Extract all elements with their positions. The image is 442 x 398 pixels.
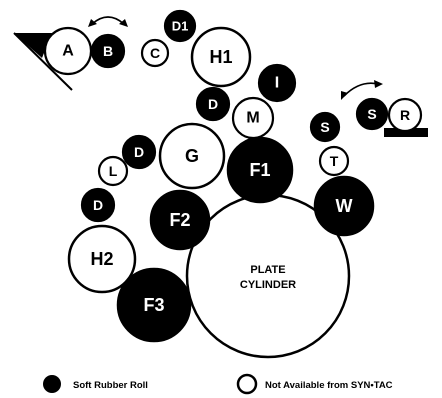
svg-text:F3: F3: [143, 295, 164, 315]
svg-text:H1: H1: [209, 47, 232, 67]
roll-D-lower: D: [80, 187, 116, 223]
svg-text:L: L: [109, 163, 118, 179]
roll-F3: F3: [116, 267, 192, 343]
roll-L: L: [97, 155, 129, 187]
roll-D1: D1: [163, 9, 197, 43]
roll-H1: H1: [190, 26, 252, 88]
svg-text:D: D: [208, 96, 218, 112]
roll-S-left: S: [309, 111, 341, 143]
oscillation-arrow-left: [88, 16, 128, 27]
roll-B: B: [90, 33, 126, 69]
svg-text:S: S: [320, 119, 329, 135]
roll-C: C: [140, 38, 170, 68]
svg-text:H2: H2: [90, 249, 113, 269]
legend-open-label: Not Available from SYN•TAC: [265, 380, 393, 391]
oscillation-arrow-right: [341, 80, 383, 100]
roll-F1: F1: [226, 136, 294, 204]
svg-text:R: R: [400, 107, 410, 123]
roll-R: R: [387, 97, 423, 133]
legend: Soft Rubber Roll Not Available from SYN•…: [43, 373, 393, 395]
svg-text:A: A: [62, 43, 74, 60]
roll-W: W: [313, 175, 375, 237]
svg-text:T: T: [330, 153, 339, 169]
legend-soft-label: Soft Rubber Roll: [73, 380, 148, 391]
svg-text:D1: D1: [172, 19, 189, 34]
roll-M: M: [231, 96, 275, 140]
plate-cylinder-label-line2: CYLINDER: [240, 279, 296, 291]
svg-text:W: W: [336, 196, 353, 216]
plate-cylinder-label-line1: PLATE: [250, 264, 285, 276]
svg-text:D: D: [134, 144, 144, 160]
roll-H2: H2: [67, 224, 137, 294]
svg-text:S: S: [367, 106, 376, 122]
roll-D-middle: D: [121, 134, 157, 170]
svg-text:I: I: [275, 75, 279, 92]
blade-bar: [384, 128, 428, 137]
fountain-wedge: [13, 32, 73, 91]
roll-F2: F2: [149, 189, 211, 251]
svg-text:G: G: [185, 146, 199, 166]
svg-text:B: B: [103, 43, 113, 59]
svg-text:F1: F1: [249, 160, 270, 180]
legend-soft-swatch: [43, 375, 61, 393]
roll-D-upper: D: [195, 86, 231, 122]
legend-open-swatch: [236, 373, 258, 395]
roll-S-right: S: [355, 97, 389, 131]
roll-A: A: [43, 26, 93, 76]
roll-T: T: [318, 145, 350, 177]
svg-text:F2: F2: [169, 210, 190, 230]
svg-text:M: M: [246, 110, 259, 127]
roll-I: I: [257, 63, 297, 103]
roll-G: G: [158, 122, 226, 190]
svg-text:D: D: [93, 197, 103, 213]
svg-text:C: C: [150, 45, 160, 61]
